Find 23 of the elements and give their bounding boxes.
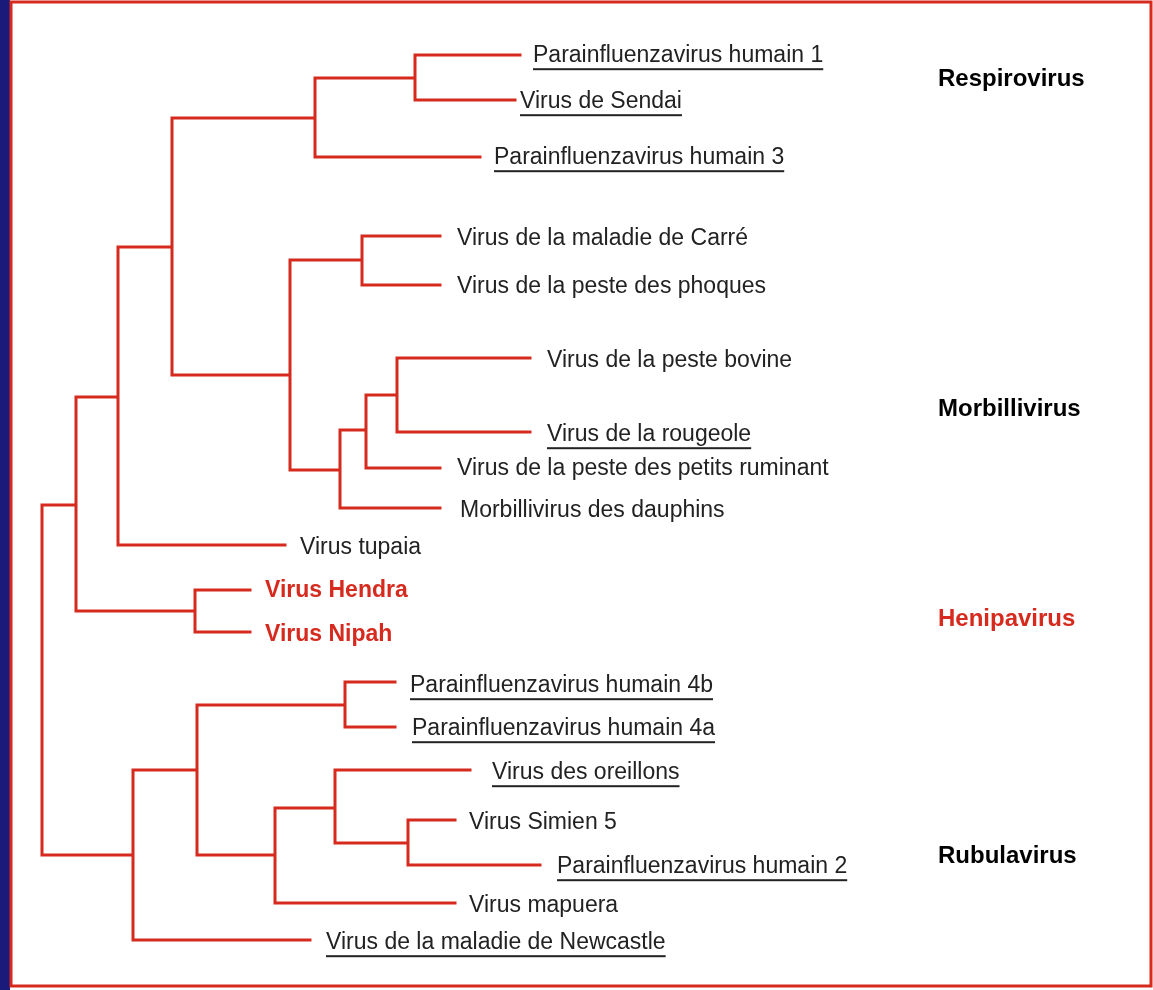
virus-name: Parainfluenzavirus humain 4b xyxy=(410,671,713,699)
virus-name: Parainfluenzavirus humain 3 xyxy=(494,143,785,171)
genus-name: Rubulavirus xyxy=(938,840,1077,870)
genus-name: Respirovirus xyxy=(938,63,1085,93)
virus-name: Virus Simien 5 xyxy=(469,808,617,836)
genus-name: Henipavirus xyxy=(938,603,1076,633)
virus-name: Virus Nipah xyxy=(265,620,393,648)
virus-name: Virus de Sendai xyxy=(520,87,682,115)
virus-name: Virus tupaia xyxy=(300,533,422,561)
virus-name: Virus de la maladie de Carré xyxy=(457,224,749,252)
virus-name: Virus de la peste des phoques xyxy=(457,272,767,300)
virus-name: Parainfluenzavirus humain 4a xyxy=(412,714,715,742)
virus-name: Virus de la rougeole xyxy=(547,420,752,448)
genus-name: Morbillivirus xyxy=(938,393,1081,423)
virus-name: Virus de la maladie de Newcastle xyxy=(326,928,666,956)
virus-name: Virus de la peste bovine xyxy=(547,346,793,374)
virus-name: Virus Hendra xyxy=(265,576,408,604)
virus-name: Parainfluenzavirus humain 2 xyxy=(557,852,848,880)
virus-name: Virus des oreillons xyxy=(492,758,680,786)
virus-name: Parainfluenzavirus humain 1 xyxy=(533,41,824,69)
virus-name: Virus mapuera xyxy=(469,891,619,919)
virus-name: Virus de la peste des petits ruminant xyxy=(457,454,829,482)
virus-name: Morbillivirus des dauphins xyxy=(460,496,725,524)
